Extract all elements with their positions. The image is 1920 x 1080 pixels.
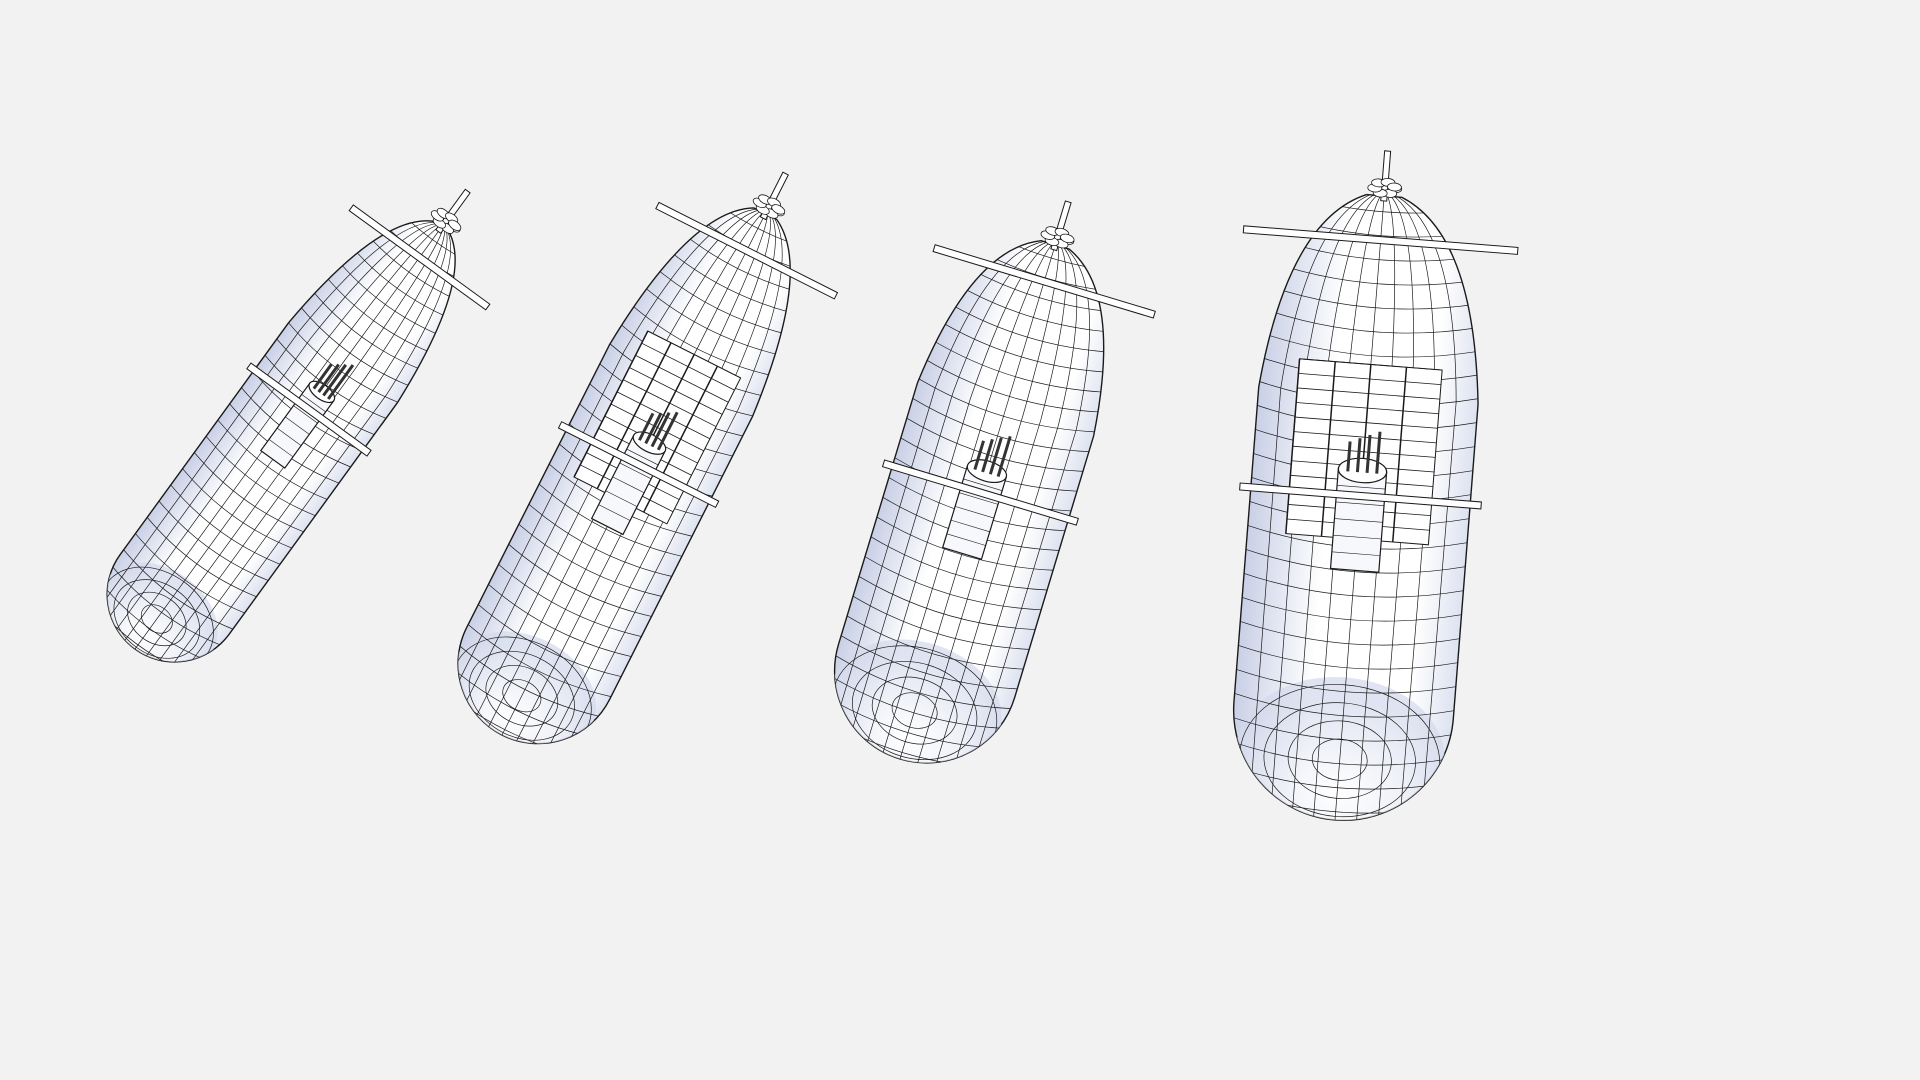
stern-plane <box>1242 225 1519 255</box>
stern-plane <box>932 244 1156 319</box>
submarine-model <box>817 200 1156 780</box>
stern-plane <box>348 204 491 311</box>
propeller-icon <box>1040 226 1075 249</box>
rudder <box>1050 200 1072 252</box>
sail-plane <box>881 459 1079 526</box>
sail <box>246 362 372 469</box>
sail-plane <box>557 421 720 509</box>
propeller-icon <box>752 194 786 219</box>
submarine-model <box>1226 150 1519 829</box>
sail-plane <box>246 362 372 457</box>
propeller-icon <box>1367 178 1403 198</box>
stern-plane <box>655 201 839 300</box>
submarine-model <box>437 171 839 764</box>
submarine-model <box>88 188 493 681</box>
sail <box>1239 431 1482 573</box>
propeller-icon <box>430 207 462 234</box>
sail <box>881 435 1079 560</box>
rudder <box>1380 150 1392 202</box>
sail <box>557 411 720 536</box>
sail-plane <box>1239 482 1482 510</box>
